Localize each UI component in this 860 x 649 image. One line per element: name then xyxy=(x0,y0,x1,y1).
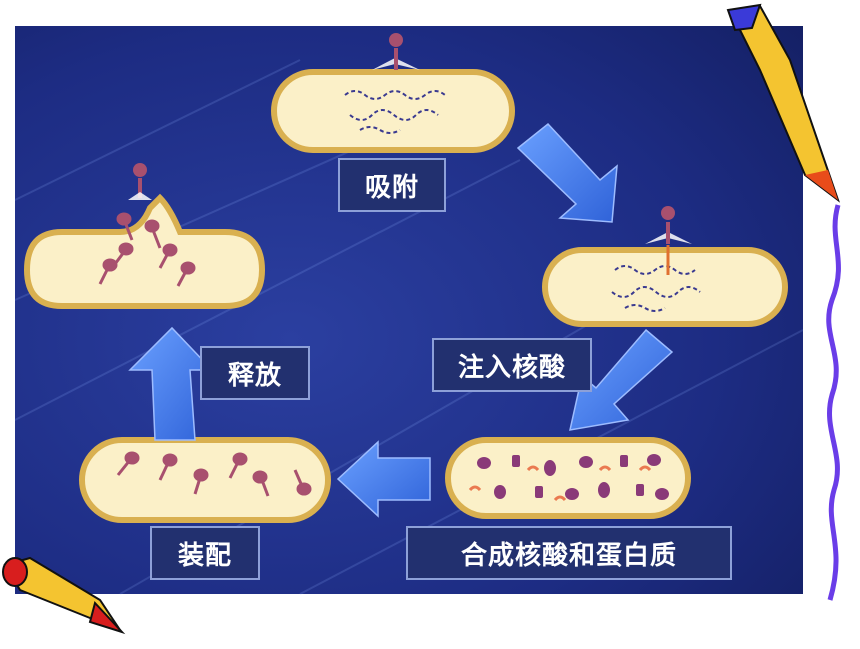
pencil-icon-bottom xyxy=(2,556,126,635)
cell-injection xyxy=(542,206,788,327)
label-injection: 注入核酸 xyxy=(432,338,592,392)
arrow-synthesis-to-assembly xyxy=(336,440,431,518)
arrow-assembly-to-release xyxy=(128,326,214,441)
pencil-icon-top xyxy=(726,3,841,203)
cell-synthesis xyxy=(445,437,691,519)
phage-icon xyxy=(645,206,692,244)
label-adsorption: 吸附 xyxy=(338,158,446,212)
label-synthesis: 合成核酸和蛋白质 xyxy=(406,526,732,580)
label-release: 释放 xyxy=(200,346,310,400)
arrow-adsorption-to-injection xyxy=(516,122,618,223)
cell-adsorption xyxy=(271,33,515,153)
phage-icon xyxy=(372,33,420,70)
cell-release xyxy=(23,163,266,309)
cell-assembly xyxy=(79,437,331,523)
label-assembly: 装配 xyxy=(150,526,260,580)
phage-icon xyxy=(128,163,152,200)
arrow-injection-to-synthesis xyxy=(569,328,674,431)
wavy-border xyxy=(826,204,841,601)
